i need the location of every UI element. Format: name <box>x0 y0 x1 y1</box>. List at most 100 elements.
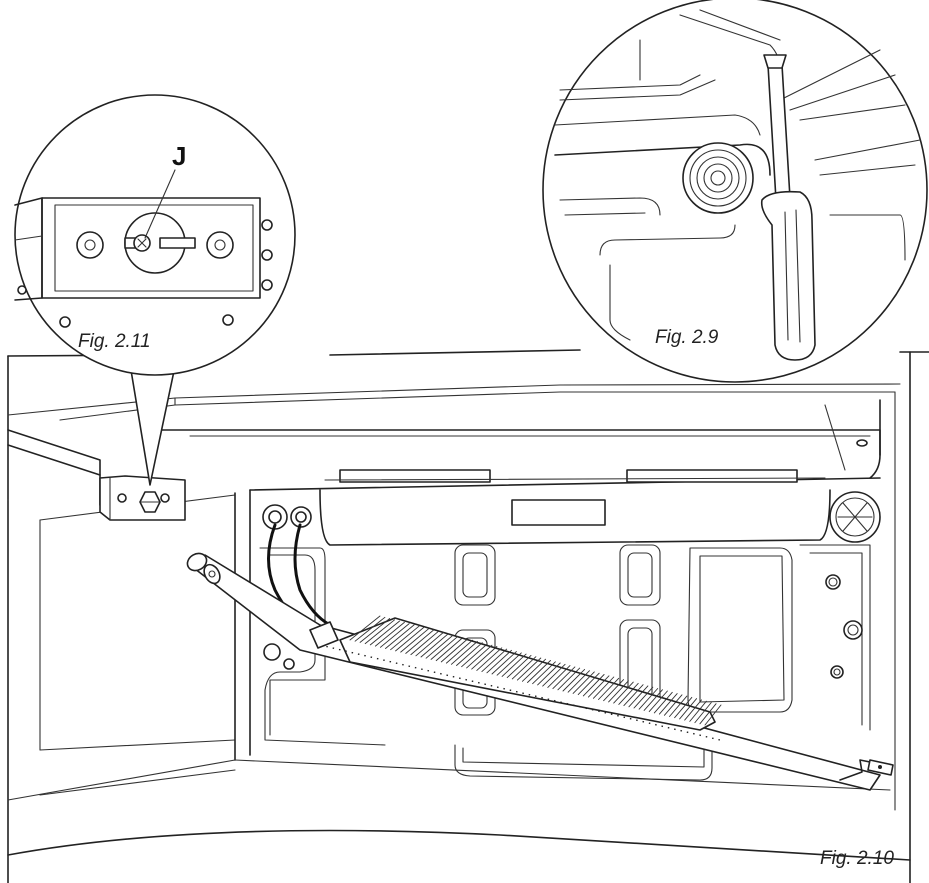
comb-tooth <box>638 688 659 710</box>
comb-tooth <box>542 663 566 687</box>
oven-interior-view <box>7 349 929 883</box>
comb-tooth <box>364 619 396 645</box>
comb-tooth <box>440 638 469 663</box>
comb-tooth <box>466 644 493 669</box>
comb-tooth <box>653 691 673 714</box>
j-leader-line <box>144 169 176 239</box>
gas-burner <box>186 552 894 791</box>
upper-panel <box>319 489 831 546</box>
top-slot-right <box>626 469 798 483</box>
screwdriver-tip <box>763 54 787 69</box>
comb-tooth <box>603 679 625 702</box>
comb-tooth <box>643 689 663 711</box>
comb-tooth <box>359 618 391 643</box>
panel-recess-2 <box>619 544 661 606</box>
oven-vent-circle <box>829 491 881 543</box>
oven-floor-back <box>234 759 891 791</box>
door-seal-line <box>554 143 771 176</box>
comb-tooth <box>618 682 639 705</box>
comb-tooth <box>354 616 386 642</box>
comb-tooth <box>648 690 668 713</box>
comb-tooth <box>572 671 595 694</box>
wall-hole-4 <box>263 643 281 661</box>
wall-hole-3 <box>830 665 844 679</box>
burner-nozzle <box>186 552 208 572</box>
comb-tooth <box>689 700 707 722</box>
screwdriver-handle <box>760 190 816 361</box>
comb-tooth <box>506 654 532 679</box>
comb-tooth <box>420 633 449 658</box>
comb-tooth <box>435 637 464 662</box>
comb-tooth <box>476 647 503 671</box>
comb-tooth <box>613 681 634 704</box>
side-rail-top <box>7 429 101 506</box>
comb-tooth <box>516 657 542 681</box>
top-right-hole <box>856 439 868 447</box>
thermostat-bulb <box>682 142 754 214</box>
comb-tooth <box>628 685 649 708</box>
comb-tooth <box>369 620 400 646</box>
fig-label-2-9: Fig. 2.9 <box>655 327 719 348</box>
comb-tooth <box>501 653 527 677</box>
comb-tooth <box>547 665 571 688</box>
fig-label-2-11: Fig. 2.11 <box>78 331 151 352</box>
comb-tooth <box>623 684 644 707</box>
comb-tooth <box>674 696 693 719</box>
wall-hole-5 <box>283 658 295 670</box>
comb-tooth <box>481 648 508 673</box>
fig-label-2-10: Fig. 2.10 <box>820 848 894 869</box>
comb-tooth <box>496 652 522 676</box>
comb-tooth <box>450 640 478 665</box>
comb-tooth <box>562 668 586 692</box>
comb-tooth <box>537 662 561 686</box>
oven-top-edge-mid <box>329 349 581 356</box>
comb-tooth <box>471 646 498 670</box>
comb-tooth <box>598 677 620 700</box>
ignition-wire-2 <box>293 523 332 627</box>
wall-hole-2 <box>843 620 863 640</box>
fig-2-11-detail: J Fig. 2.11 <box>14 94 296 486</box>
wall-hole-1 <box>825 574 841 590</box>
comb-tooth <box>663 694 683 716</box>
comb-tooth <box>684 699 702 721</box>
ceiling-panel-edge <box>159 429 881 456</box>
ceiling-line-2 <box>59 391 896 421</box>
comb-tooth <box>582 674 605 697</box>
comb-tooth <box>405 629 435 654</box>
comb-tooth <box>704 704 722 726</box>
comb-tooth <box>379 623 410 648</box>
comb-tooth <box>694 702 712 724</box>
comb-tooth <box>527 660 551 683</box>
comb-tooth <box>699 703 717 725</box>
comb-tooth <box>679 698 698 720</box>
comb-tooth <box>395 626 425 652</box>
callout-j: J <box>172 141 186 171</box>
ceiling-line-1 <box>7 383 901 416</box>
comb-tooth <box>511 656 537 680</box>
comb-tooth <box>567 670 590 693</box>
comb-tooth <box>608 680 629 703</box>
comb-tooth <box>577 672 600 696</box>
comb-tooth <box>415 632 444 657</box>
fig-2-9-detail: Fig. 2.9 <box>542 0 928 383</box>
plate-screw-right <box>206 231 234 259</box>
comb-tooth <box>633 686 654 709</box>
panel-recess-1 <box>454 544 496 606</box>
comb-tooth <box>587 675 610 698</box>
comb-tooth <box>374 621 405 647</box>
comb-tooth <box>552 666 576 690</box>
comb-tooth <box>592 676 615 699</box>
center-plate <box>511 499 606 526</box>
comb-tooth <box>400 628 430 653</box>
comb-tooth <box>461 643 488 668</box>
wire-terminal-clip <box>309 621 339 649</box>
comb-tooth <box>658 693 678 715</box>
comb-tooth <box>456 642 483 666</box>
plate-screw-left <box>76 231 104 259</box>
comb-tooth <box>669 695 688 717</box>
comb-tooth <box>390 625 420 651</box>
oven-floor-front <box>7 829 911 861</box>
comb-tooth <box>491 651 517 675</box>
